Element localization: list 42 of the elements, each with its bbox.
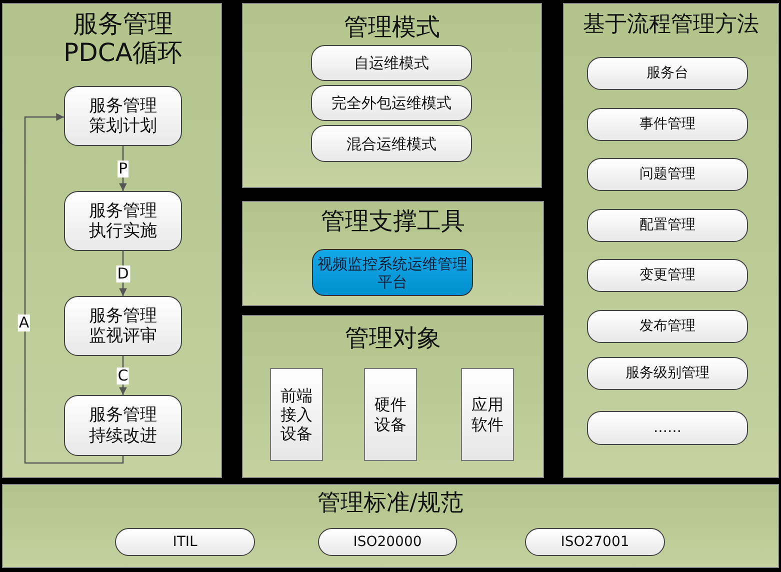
- process-box: 发布管理: [587, 310, 748, 343]
- process-box: ISO27001: [525, 528, 665, 556]
- panel: [2, 484, 779, 568]
- panel: [242, 3, 542, 188]
- process-box: 服务级别管理: [587, 357, 748, 390]
- panel: [242, 201, 544, 306]
- process-box: 变更管理: [587, 259, 748, 292]
- process-box: ITIL: [115, 528, 255, 556]
- arrow: [24, 113, 124, 464]
- edge-label: D: [116, 265, 130, 282]
- object-box: 应用软件: [461, 368, 514, 461]
- panel-title: 管理对象: [344, 325, 442, 353]
- panel-title: 管理支撑工具: [320, 208, 466, 236]
- panel-title: 服务管理PDCA循环: [62, 10, 184, 68]
- edge-label: P: [117, 160, 129, 177]
- arrow: [119, 356, 127, 395]
- panel: [2, 3, 222, 478]
- arrow: [119, 251, 127, 296]
- process-box: ISO20000: [318, 528, 457, 556]
- tool-box: 视频监控系统运维管理平台: [312, 249, 473, 296]
- arrow: [119, 146, 127, 191]
- process-box: 服务管理持续改进: [64, 395, 182, 456]
- panel-title: 管理模式: [343, 14, 441, 42]
- process-box: 配置管理: [587, 209, 748, 242]
- object-box: 前端接入设备: [270, 368, 323, 461]
- edge-label: A: [18, 314, 30, 331]
- process-box: 问题管理: [587, 158, 748, 191]
- panel-title: 管理标准/规范: [316, 490, 464, 516]
- object-box: 硬件设备: [364, 368, 417, 461]
- process-box: 混合运维模式: [311, 125, 472, 162]
- process-box: 完全外包运维模式: [311, 85, 472, 121]
- process-box: 自运维模式: [311, 45, 472, 81]
- process-box: 服务台: [587, 57, 748, 90]
- process-box: 服务管理执行实施: [64, 191, 182, 251]
- process-box: 事件管理: [587, 108, 748, 141]
- panel-title: 基于流程管理方法: [582, 12, 760, 38]
- process-box: 服务管理策划计划: [64, 86, 182, 146]
- edge-label: C: [116, 367, 130, 384]
- process-box: ……: [587, 411, 748, 445]
- panel: [242, 315, 544, 478]
- panel: [563, 3, 779, 478]
- process-box: 服务管理监视评审: [64, 296, 182, 356]
